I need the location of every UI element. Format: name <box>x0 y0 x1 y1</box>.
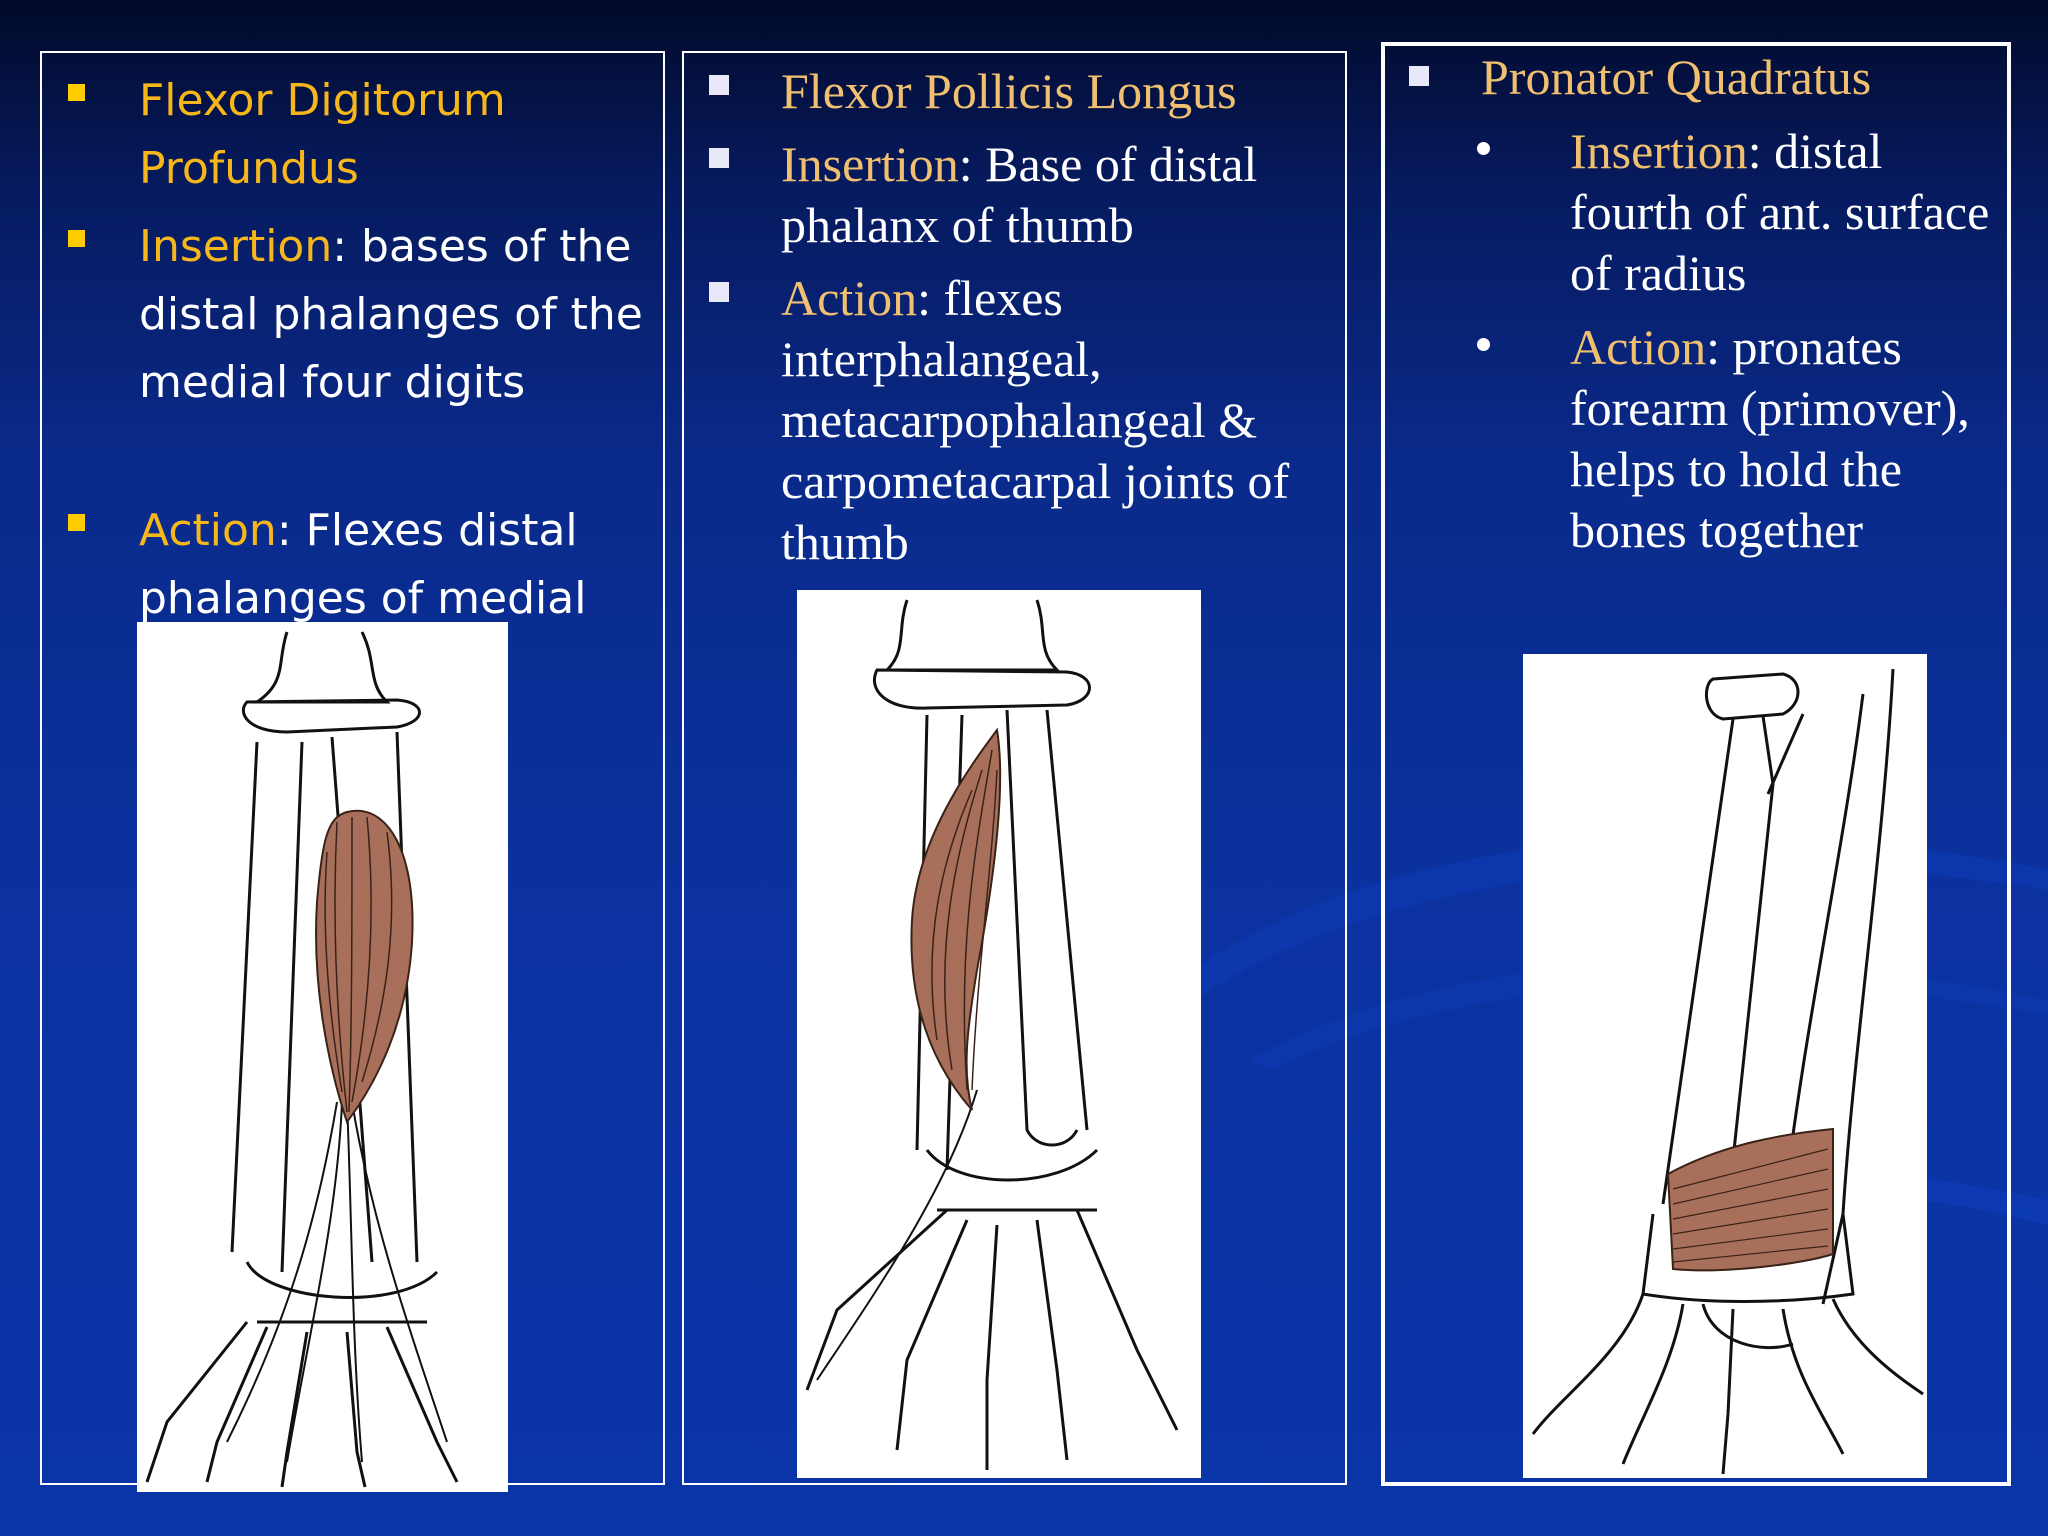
action-term: Action <box>781 270 918 326</box>
panel-flexor-pollicis-longus: Flexor Pollicis Longus Insertion: Base o… <box>682 51 1347 1485</box>
forearm-muscle-illustration-icon <box>797 590 1201 1478</box>
forearm-muscle-illustration-icon <box>137 622 508 1492</box>
action-detail: : flexes interphalangeal, metacarpophala… <box>781 270 1290 570</box>
square-bullet-icon <box>1409 66 1429 86</box>
action-detail: : Flexes distal phalanges of medial <box>139 505 587 624</box>
muscle-title: Flexor Pollicis Longus <box>781 63 1237 119</box>
fpl-illustration <box>805 599 1179 1470</box>
insertion-term: Insertion <box>139 221 333 272</box>
action-term: Action <box>1570 319 1707 375</box>
panel-pronator-quadratus: Pronator Quadratus Insertion: distal fou… <box>1381 42 2011 1486</box>
square-bullet-icon <box>709 148 729 168</box>
muscle-title: Pronator Quadratus <box>1481 49 1872 105</box>
round-bullet-icon <box>1477 142 1490 155</box>
action-text: Action: Flexes distal phalanges of media… <box>139 497 644 633</box>
muscle-title: Flexor Digitorum Profundus <box>139 75 506 194</box>
insertion-term: Insertion <box>781 136 959 192</box>
insertion-text: Insertion: distal fourth of ant. surface… <box>1570 121 1990 304</box>
fdp-illustration <box>145 631 459 1488</box>
square-bullet-icon <box>68 84 85 101</box>
action-term: Action <box>139 505 277 556</box>
square-bullet-icon <box>709 282 729 302</box>
insertion-detail: : Base of distal phalanx of thumb <box>781 136 1258 253</box>
square-bullet-icon <box>68 230 85 247</box>
insertion-text: Insertion: bases of the distal phalanges… <box>139 213 644 417</box>
square-bullet-icon <box>68 514 85 531</box>
insertion-detail: : bases of the distal phalanges of the m… <box>139 221 643 408</box>
forearm-muscle-illustration-icon <box>1523 654 1927 1478</box>
insertion-detail: : distal fourth of ant. surface of radiu… <box>1570 123 1990 301</box>
round-bullet-icon <box>1477 338 1490 351</box>
square-bullet-icon <box>709 75 729 95</box>
panel-flexor-digitorum-profundus: Flexor Digitorum Profundus Insertion: ba… <box>40 51 665 1485</box>
pq-illustration <box>1531 668 1924 1475</box>
action-detail: : pronates forearm (primover), helps to … <box>1570 319 1970 558</box>
insertion-term: Insertion <box>1570 123 1748 179</box>
action-text: Action: flexes interphalangeal, metacarp… <box>781 268 1326 573</box>
insertion-text: Insertion: Base of distal phalanx of thu… <box>781 134 1326 256</box>
action-text: Action: pronates forearm (primover), hel… <box>1570 317 1990 561</box>
